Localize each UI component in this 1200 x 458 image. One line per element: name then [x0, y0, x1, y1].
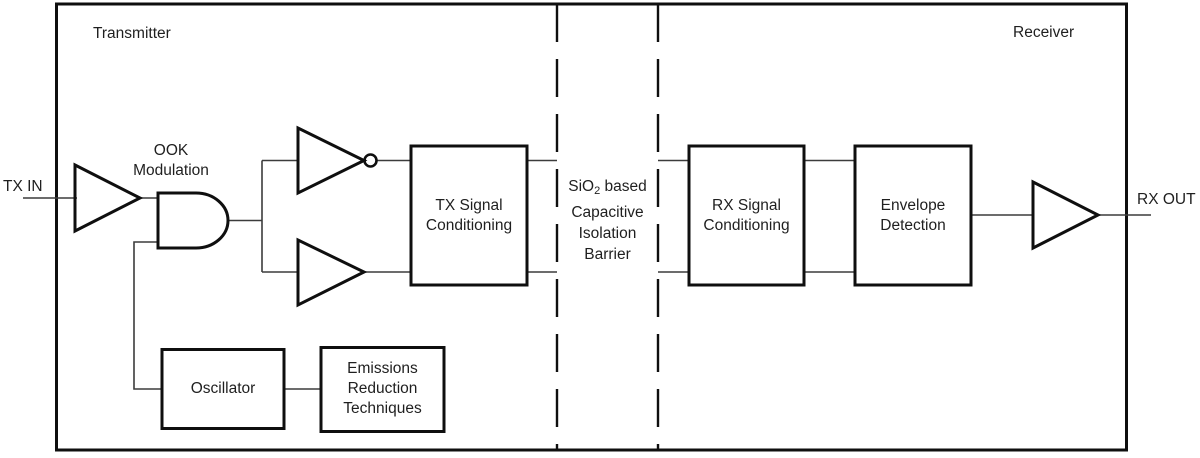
tx-signal-line1: TX Signal [435, 196, 503, 214]
isolation-barrier-label: SiO2 based Capacitive Isolation Barrier [545, 176, 670, 265]
rx-signal-conditioning-label: RX Signal Conditioning [689, 146, 804, 285]
isolation-barrier-line4: Barrier [584, 246, 631, 263]
rx-signal-line1: RX Signal [712, 196, 781, 214]
envelope-detection-label: Envelope Detection [855, 146, 971, 285]
tx-signal-line2: Conditioning [425, 216, 513, 234]
chip-outline [55, 2, 1128, 452]
oscillator-line1: Oscillator [190, 379, 256, 397]
emissions-line2: Reduction [347, 380, 418, 397]
emissions-line3: Techniques [343, 400, 422, 417]
isolation-barrier-line1: SiO2 based [545, 176, 670, 202]
rx-signal-conditioning-box [687, 144, 806, 287]
non-inverting-buffer-icon [296, 237, 368, 308]
ook-modulation-line1: OOK [153, 142, 189, 159]
ook-modulation-line2: Modulation [133, 162, 209, 179]
emissions-reduction-label: Emissions Reduction Techniques [321, 347, 444, 431]
receiver-label: Receiver [1013, 24, 1075, 41]
envelope-line2: Detection [880, 216, 946, 234]
tx-signal-conditioning-label: TX Signal Conditioning [411, 146, 527, 285]
rx-output-buffer-icon [1031, 179, 1102, 251]
emissions-reduction-box [319, 346, 446, 433]
and-gate-icon [156, 191, 230, 250]
tx-in-label: TX IN [3, 178, 43, 195]
sio-text: SiO [568, 178, 595, 195]
inverter-bubble-icon [363, 153, 378, 168]
rx-out-label: RX OUT [1137, 191, 1196, 208]
envelope-line1: Envelope [880, 196, 946, 214]
wires [23, 159, 1151, 390]
rx-signal-line2: Conditioning [703, 216, 790, 234]
oscillator-box [160, 348, 286, 430]
isolation-barrier-line2: Capacitive [571, 204, 644, 221]
ook-modulation-label: OOK Modulation [111, 141, 231, 181]
envelope-detection-box [853, 144, 973, 287]
oscillator-label: Oscillator [162, 349, 284, 428]
based-text: based [600, 178, 647, 195]
sio-subscript: 2 [594, 185, 601, 197]
emissions-line1: Emissions [347, 360, 418, 377]
oscillator-to-and-wire [133, 241, 162, 390]
transmitter-label: Transmitter [93, 25, 171, 42]
tx-signal-conditioning-box [409, 144, 529, 287]
inverter-triangle-icon [296, 125, 368, 196]
isolation-barrier-line3: Isolation [578, 225, 637, 242]
tx-input-buffer-icon [73, 162, 144, 234]
